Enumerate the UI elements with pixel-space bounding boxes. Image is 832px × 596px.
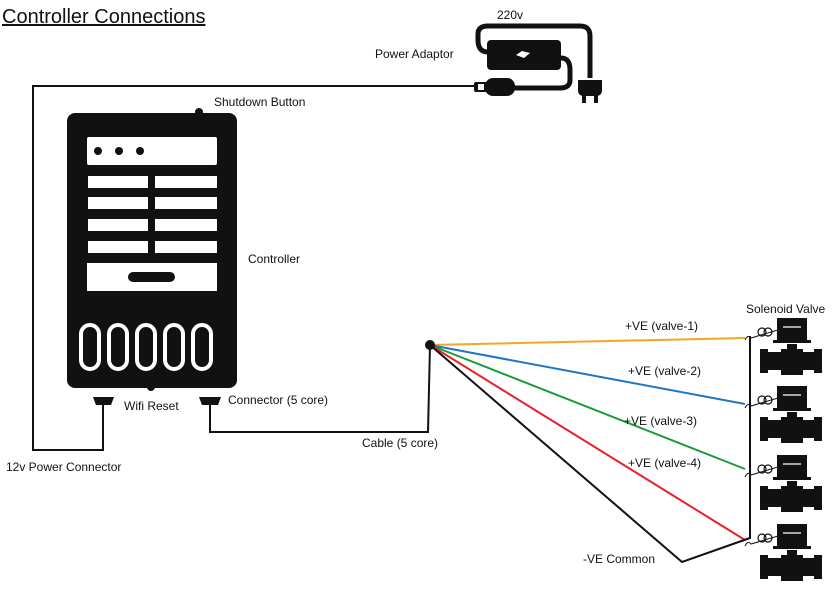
cable-5-core — [209, 344, 431, 433]
power-adaptor-icon — [474, 23, 602, 103]
negative-common-wire — [429, 336, 751, 564]
power-adaptor-label: Power Adaptor — [375, 47, 454, 61]
wifi-reset-label: Wifi Reset — [124, 399, 179, 413]
page-title: Controller Connections — [2, 6, 206, 28]
positive-wire-4 — [429, 344, 746, 541]
connector-icon — [199, 397, 221, 405]
positive-wire-2 — [429, 344, 746, 405]
voltage-label: 220v — [497, 8, 524, 22]
positive-wire-3 — [429, 344, 746, 470]
cable-label: Cable (5 core) — [362, 436, 439, 450]
solenoid-valves — [744, 318, 822, 581]
wire-label-3: +VE (valve-3) — [624, 414, 698, 428]
solenoid-valve-icon — [744, 455, 822, 512]
junction-dot — [425, 340, 435, 350]
power-connector-icon — [93, 397, 114, 405]
wire-label-2: +VE (valve-2) — [628, 364, 702, 378]
power-cable — [32, 85, 476, 451]
solenoid-valve-icon — [744, 386, 822, 443]
solenoid-valve-label: Solenoid Valve — [746, 302, 826, 316]
positive-wire-1 — [429, 337, 746, 346]
controller-icon — [67, 108, 237, 391]
shutdown-button-label: Shutdown Button — [214, 95, 306, 109]
solenoid-valve-icon — [744, 318, 822, 375]
wire-label-1: +VE (valve-1) — [625, 319, 699, 333]
connector-label: Connector (5 core) — [228, 393, 329, 407]
solenoid-valve-icon — [744, 524, 822, 581]
negative-common-label: -VE Common — [583, 552, 656, 566]
wires — [429, 337, 746, 541]
wire-label-4: +VE (valve-4) — [628, 456, 702, 470]
controller-label: Controller — [248, 252, 301, 266]
power-connector-label: 12v Power Connector — [6, 460, 122, 474]
